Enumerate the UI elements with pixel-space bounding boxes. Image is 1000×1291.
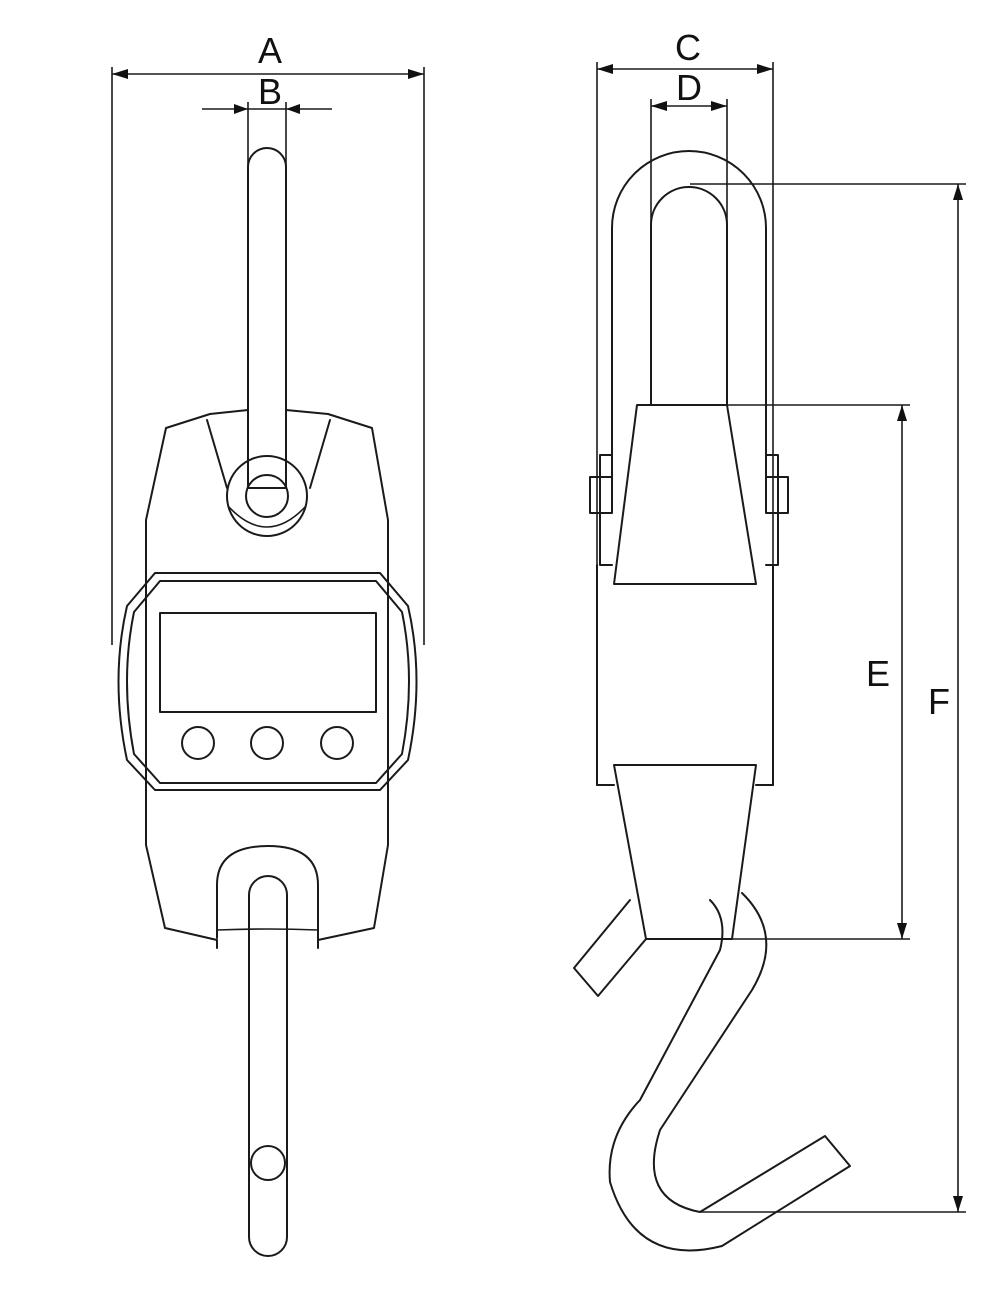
front-housing: [145, 409, 389, 949]
side-s-hook: [608, 892, 851, 1252]
button-middle: [250, 726, 284, 760]
side-upper-block: [589, 404, 789, 585]
front-display-bezel: [117, 572, 418, 791]
front-top-shackle: [247, 147, 287, 489]
label-d: D: [676, 67, 702, 108]
dimension-b: B: [202, 71, 332, 170]
button-right: [320, 726, 354, 760]
button-left: [181, 726, 215, 760]
display-screen: [159, 612, 377, 713]
side-top-shackle: [611, 150, 767, 479]
side-lower-block: [573, 764, 757, 997]
label-f: F: [928, 681, 950, 722]
label-b: B: [258, 71, 282, 112]
dimension-f: F: [690, 183, 966, 1213]
dimension-c: C: [596, 27, 774, 565]
front-buttons: [181, 726, 354, 760]
front-pivot: [226, 455, 308, 537]
side-view: C D E F: [573, 27, 966, 1252]
label-a: A: [258, 30, 282, 71]
label-e: E: [866, 653, 890, 694]
front-view: A B: [111, 30, 425, 1257]
side-body: [596, 564, 774, 786]
front-bottom-hook: [248, 875, 288, 1257]
dimension-a: A: [111, 30, 425, 645]
dimension-d: D: [650, 67, 728, 225]
dimension-e: E: [646, 404, 910, 940]
label-c: C: [675, 27, 701, 68]
